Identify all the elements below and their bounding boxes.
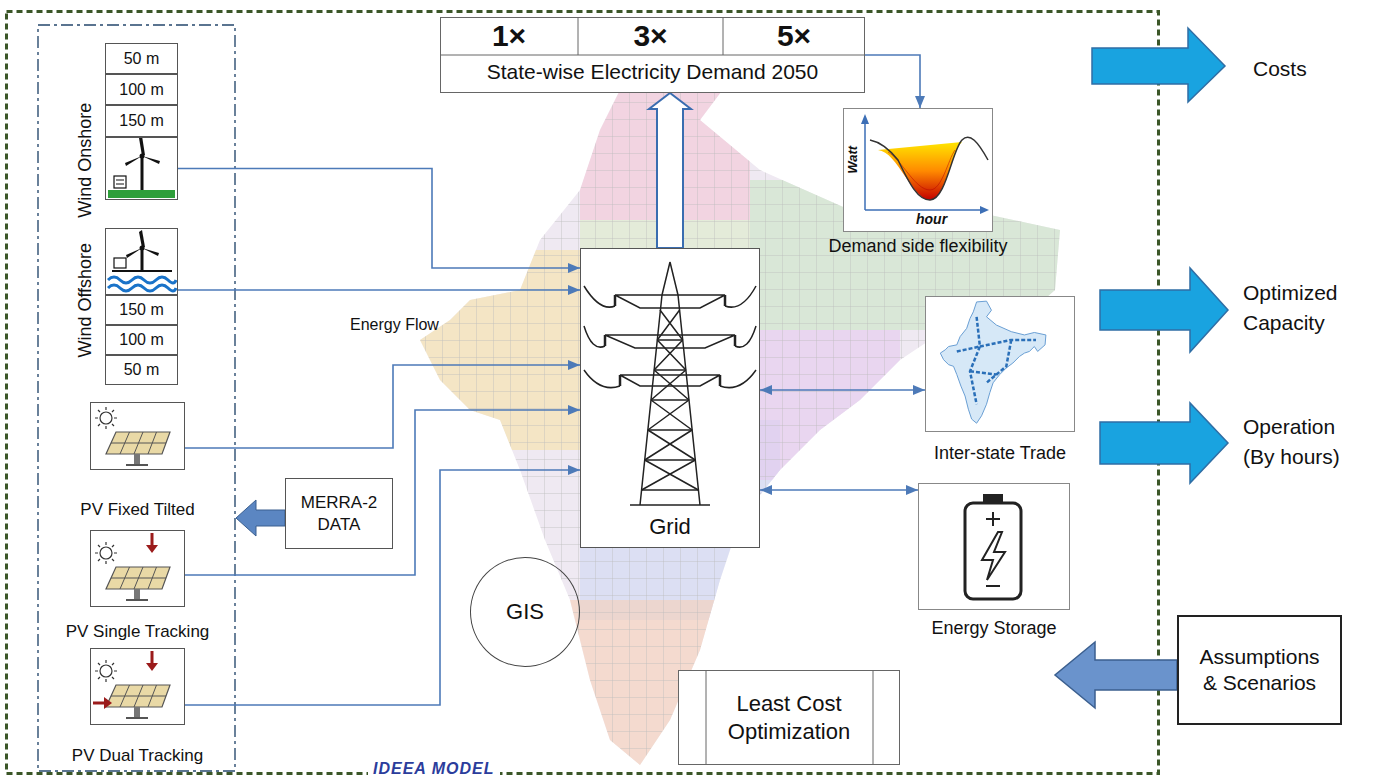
flow-label: Energy Flow	[350, 313, 439, 336]
output-arrow	[1100, 268, 1228, 352]
assumptions-ground	[1177, 615, 1342, 725]
demand-ground	[440, 17, 865, 93]
pv-dual-icon	[90, 648, 185, 725]
pv-fixed-icon	[90, 402, 185, 470]
hub-height-box: 100 m	[105, 74, 178, 105]
demand-multiplier: 1×	[440, 14, 578, 58]
gis-circle: GIS	[470, 557, 580, 667]
transmission-tower	[580, 248, 760, 548]
node-text: 1×	[492, 17, 526, 55]
node-text: GIS	[506, 598, 544, 626]
input-arrow	[1055, 642, 1177, 708]
pv-dual-box: PV Dual Tracking	[90, 648, 185, 725]
node-text: Wind Offshore	[74, 242, 97, 357]
source-panel	[38, 25, 235, 771]
node-text: 5×	[777, 17, 811, 55]
output-label: Optimized Capacity	[1243, 278, 1361, 339]
node-text: Demand side flexibility	[828, 235, 1007, 258]
node-text: MERRA-2 DATA	[293, 492, 385, 535]
demand-multiplier: 5×	[723, 14, 865, 58]
demand-box: State-wise Electricity Demand 2050 1× 3× 5×	[440, 17, 865, 93]
node-text: State-wise Electricity Demand 2050	[440, 59, 865, 85]
battery-icon	[918, 483, 1070, 610]
hub-height-box: 150 m	[105, 295, 178, 325]
node-text: Least Cost Optimization	[714, 690, 864, 745]
demand-multiplier: 3×	[578, 14, 723, 58]
energy-flow-line	[185, 365, 580, 448]
node-text: 50 m	[124, 49, 160, 69]
pv-single-icon	[90, 530, 185, 607]
axis-label: hour	[916, 211, 947, 228]
storage-box: Energy Storage	[918, 483, 1070, 610]
demand-flex-chart	[843, 108, 993, 232]
node-text: 3×	[633, 17, 667, 55]
node-text: Wind Onshore	[74, 102, 97, 217]
node-text: 150 m	[119, 111, 163, 131]
hub-height-box: 50 m	[105, 355, 178, 385]
data-ground	[285, 478, 393, 549]
hub-height-box: 100 m	[105, 325, 178, 355]
optimization-ground	[678, 670, 900, 765]
node-text: 100 m	[119, 330, 163, 350]
node-text: Grid	[649, 513, 691, 541]
energy-flow-line	[185, 470, 580, 705]
energy-flow-line	[178, 169, 580, 269]
energy-flow-line	[178, 289, 580, 291]
wind-offshore-icon	[105, 228, 178, 295]
trade-map	[925, 296, 1075, 432]
data-arrow	[236, 500, 285, 536]
output-label: Operation (By hours)	[1243, 412, 1361, 473]
node-text: 50 m	[124, 360, 160, 380]
india-map	[400, 20, 1080, 780]
trade-box: Inter-state Trade	[925, 296, 1075, 432]
node-text: PV Fixed Tilted	[80, 499, 194, 520]
energy-flow-line	[865, 55, 920, 108]
model-frame: IDEEA MODELState-wise Electricity Demand…	[5, 10, 1160, 775]
wind-onshore-icon	[105, 136, 178, 200]
node-text: 100 m	[119, 80, 163, 100]
hub-height-box: 150 m	[105, 105, 178, 137]
data-source-box: MERRA-2 DATA	[285, 478, 393, 549]
optimization-box: Least Cost Optimization	[678, 670, 900, 765]
output-arrow	[1092, 28, 1225, 102]
energy-flow-line	[760, 389, 925, 391]
pv-single-box: PV Single Tracking	[90, 530, 185, 607]
hub-height-box: 50 m	[105, 43, 178, 74]
demand-supply-arrow	[649, 93, 691, 248]
node-text: PV Dual Tracking	[72, 745, 203, 766]
node-text: Energy Storage	[931, 617, 1056, 640]
assumptions-box: Assumptions & Scenarios	[1177, 615, 1342, 725]
demand-cells	[440, 17, 865, 55]
node-text: PV Single Tracking	[66, 621, 210, 642]
node-text: 150 m	[119, 300, 163, 320]
node-text: Assumptions & Scenarios	[1194, 644, 1326, 697]
wind-onshore-box: Wind Onshore	[105, 137, 178, 200]
wind-offshore-box: Wind Offshore	[105, 228, 178, 295]
grid-box: Grid	[580, 248, 760, 548]
pv-fixed-box: PV Fixed Tilted	[90, 402, 185, 470]
energy-flow-line	[760, 489, 918, 491]
model-frame-border	[7, 12, 1159, 774]
energy-flow-line	[185, 410, 580, 575]
output-arrow	[1100, 403, 1228, 483]
output-label: Costs	[1253, 54, 1307, 84]
node-text: IDEEA MODEL	[368, 759, 500, 779]
node-text: Inter-state Trade	[934, 442, 1066, 465]
axis-label: Watt	[845, 146, 861, 174]
